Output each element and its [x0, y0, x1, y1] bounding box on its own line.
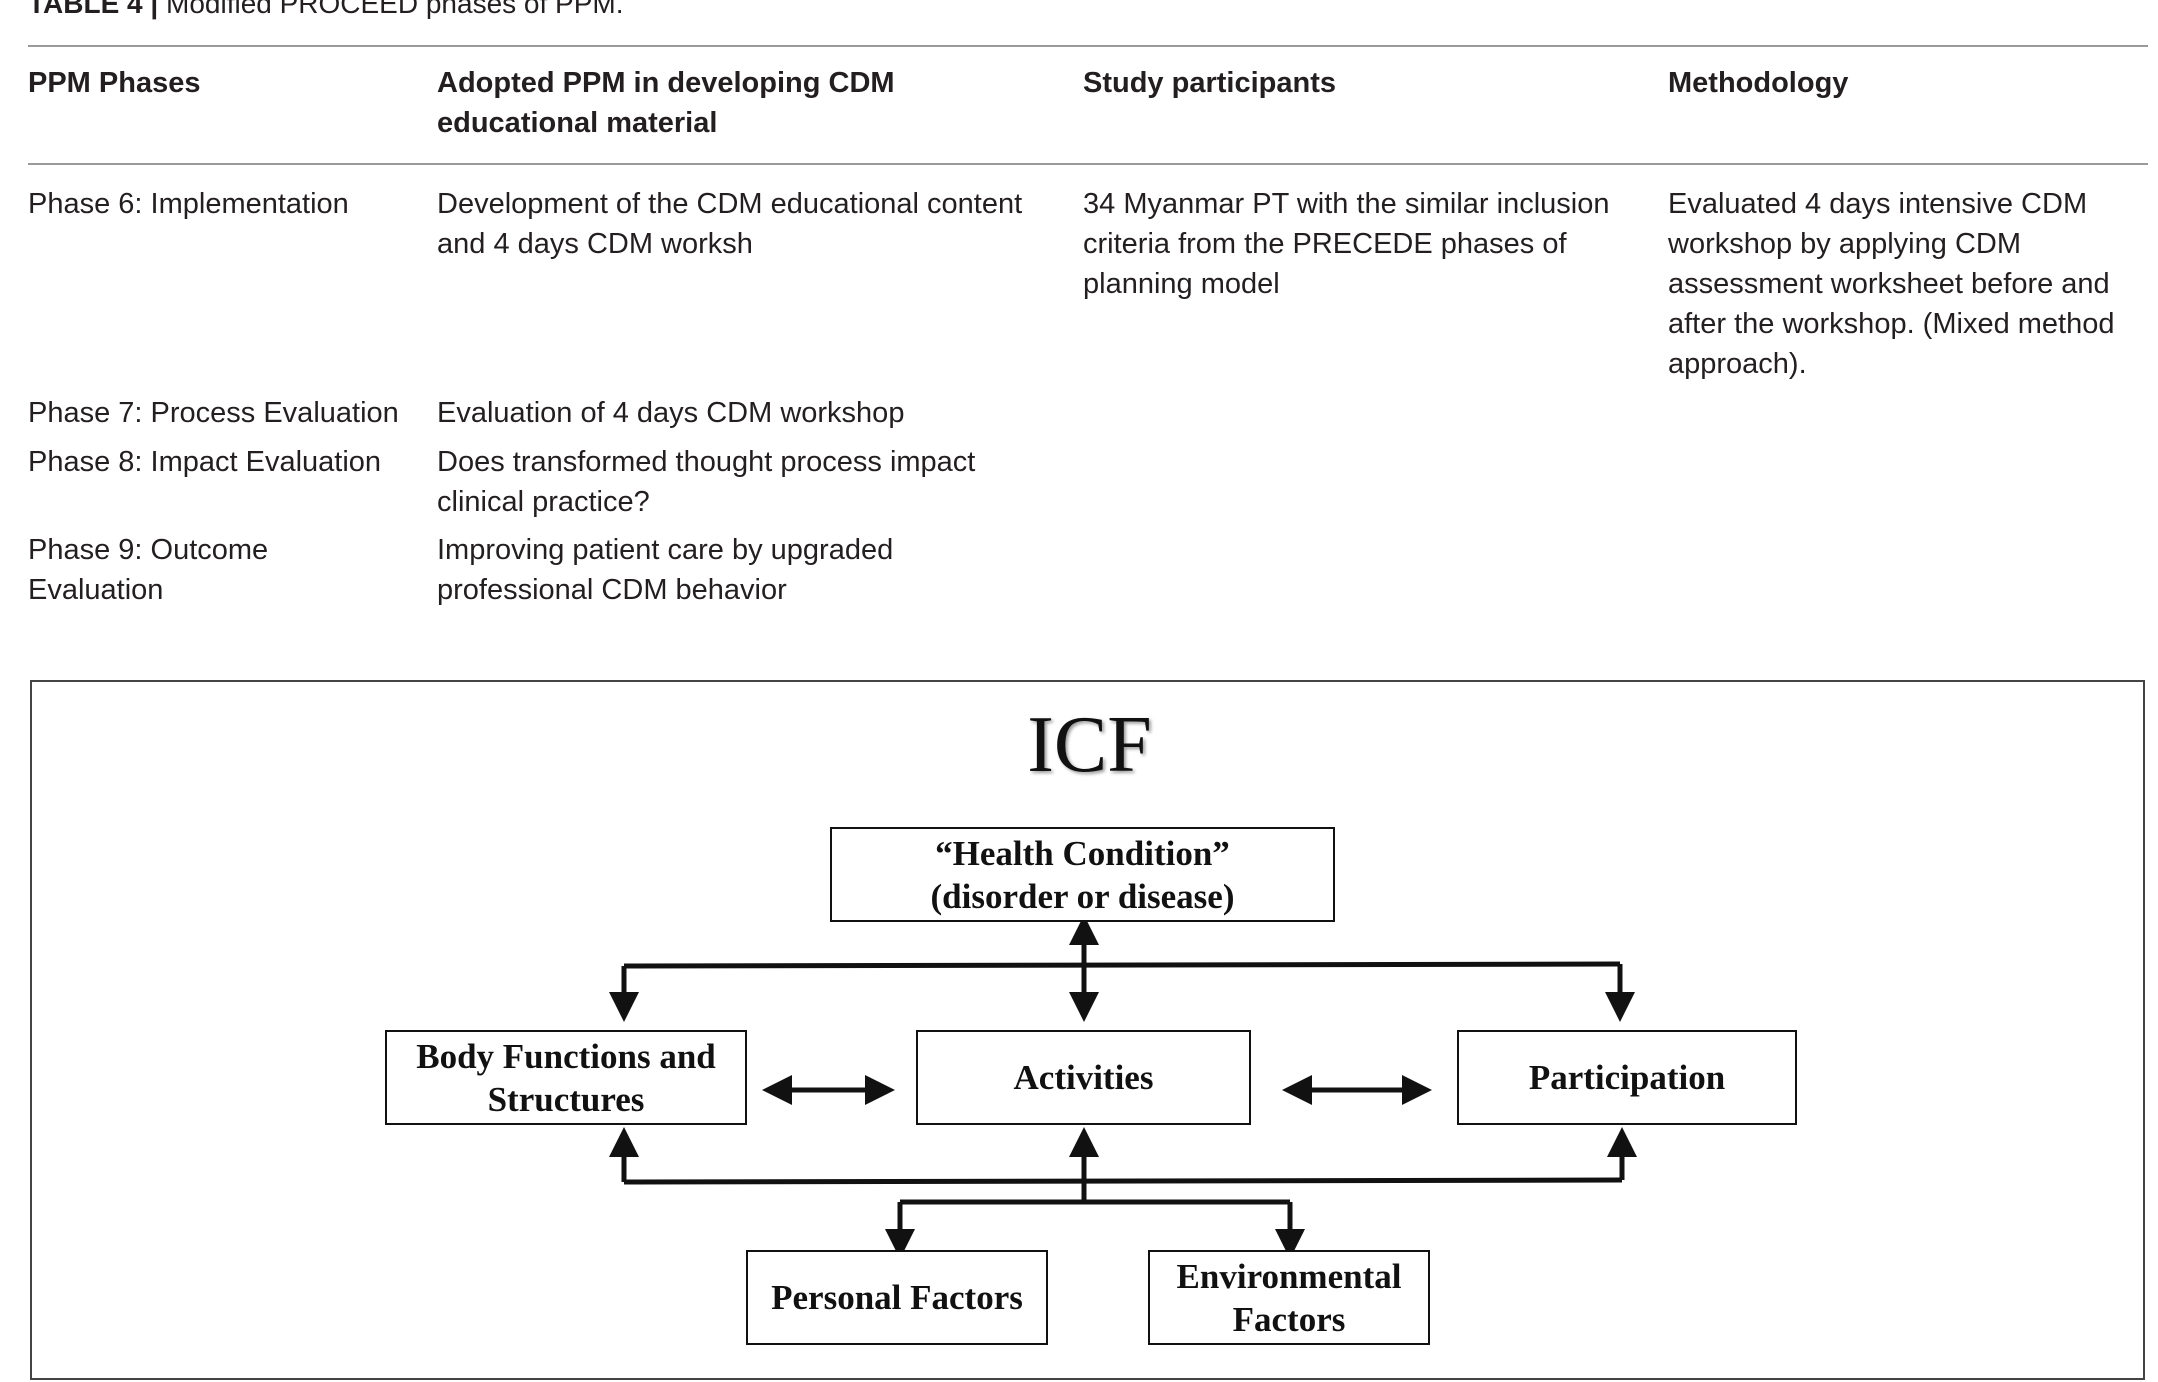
row-3-phase: Phase 8: Impact Evaluation: [28, 446, 382, 478]
health-condition-line-2: (disorder or disease): [930, 876, 1235, 916]
row-2-adopted: Evaluation of 4 days CDM workshop: [437, 397, 905, 429]
participation-box: Participation: [1457, 1030, 1797, 1125]
table-top-rule: [28, 45, 2148, 47]
icf-figure: ICF: [30, 680, 2145, 1380]
activities-box: Activities: [916, 1030, 1251, 1125]
table-caption-label: TABLE 4 |: [28, 0, 159, 19]
body-functions-box: Body Functions and Structures: [385, 1030, 747, 1125]
row-4-adopted: Improving patient care by upgraded profe…: [437, 534, 894, 606]
table-header-rule: [28, 163, 2148, 165]
row-2-phase: Phase 7: Process Evaluation: [28, 397, 399, 429]
table-caption: TABLE 4 | Modified PROCEED phases of PPM…: [28, 0, 624, 20]
icf-connectors: [609, 915, 1637, 1259]
row-3-adopted: Does transformed thought process impact …: [437, 446, 976, 518]
header-study-participants: Study participants: [1083, 67, 1336, 99]
header-adopted-ppm: Adopted PPM in developing CDM educationa…: [437, 67, 895, 139]
bottom-connector-bar: [623, 1177, 1623, 1185]
environmental-factors-line-2: Factors: [1232, 1299, 1346, 1339]
top-connector-bar: [623, 961, 1621, 969]
row-1-adopted: Development of the CDM educational conte…: [437, 188, 1023, 260]
header-methodology: Methodology: [1668, 67, 1849, 99]
table-caption-text: Modified PROCEED phases of PPM.: [166, 0, 624, 19]
health-condition-box: “Health Condition” (disorder or disease): [830, 827, 1335, 922]
row-1-phase: Phase 6: Implementation: [28, 188, 349, 220]
body-functions-line-2: Structures: [487, 1079, 645, 1119]
row-1-methodology: Evaluated 4 days intensive CDM workshop …: [1668, 188, 2115, 380]
header-ppm-phases: PPM Phases: [28, 67, 201, 99]
personal-factors-box: Personal Factors: [746, 1250, 1048, 1345]
body-functions-line-1: Body Functions and: [416, 1036, 716, 1076]
health-condition-line-1: “Health Condition”: [935, 833, 1230, 873]
row-4-phase: Phase 9: Outcome Evaluation: [28, 534, 269, 606]
environmental-factors-line-1: Environmental: [1176, 1256, 1402, 1296]
environmental-factors-box: Environmental Factors: [1148, 1250, 1430, 1345]
icf-title: ICF: [1027, 701, 1152, 789]
row-1-participants: 34 Myanmar PT with the similar inclusion…: [1083, 188, 1610, 300]
